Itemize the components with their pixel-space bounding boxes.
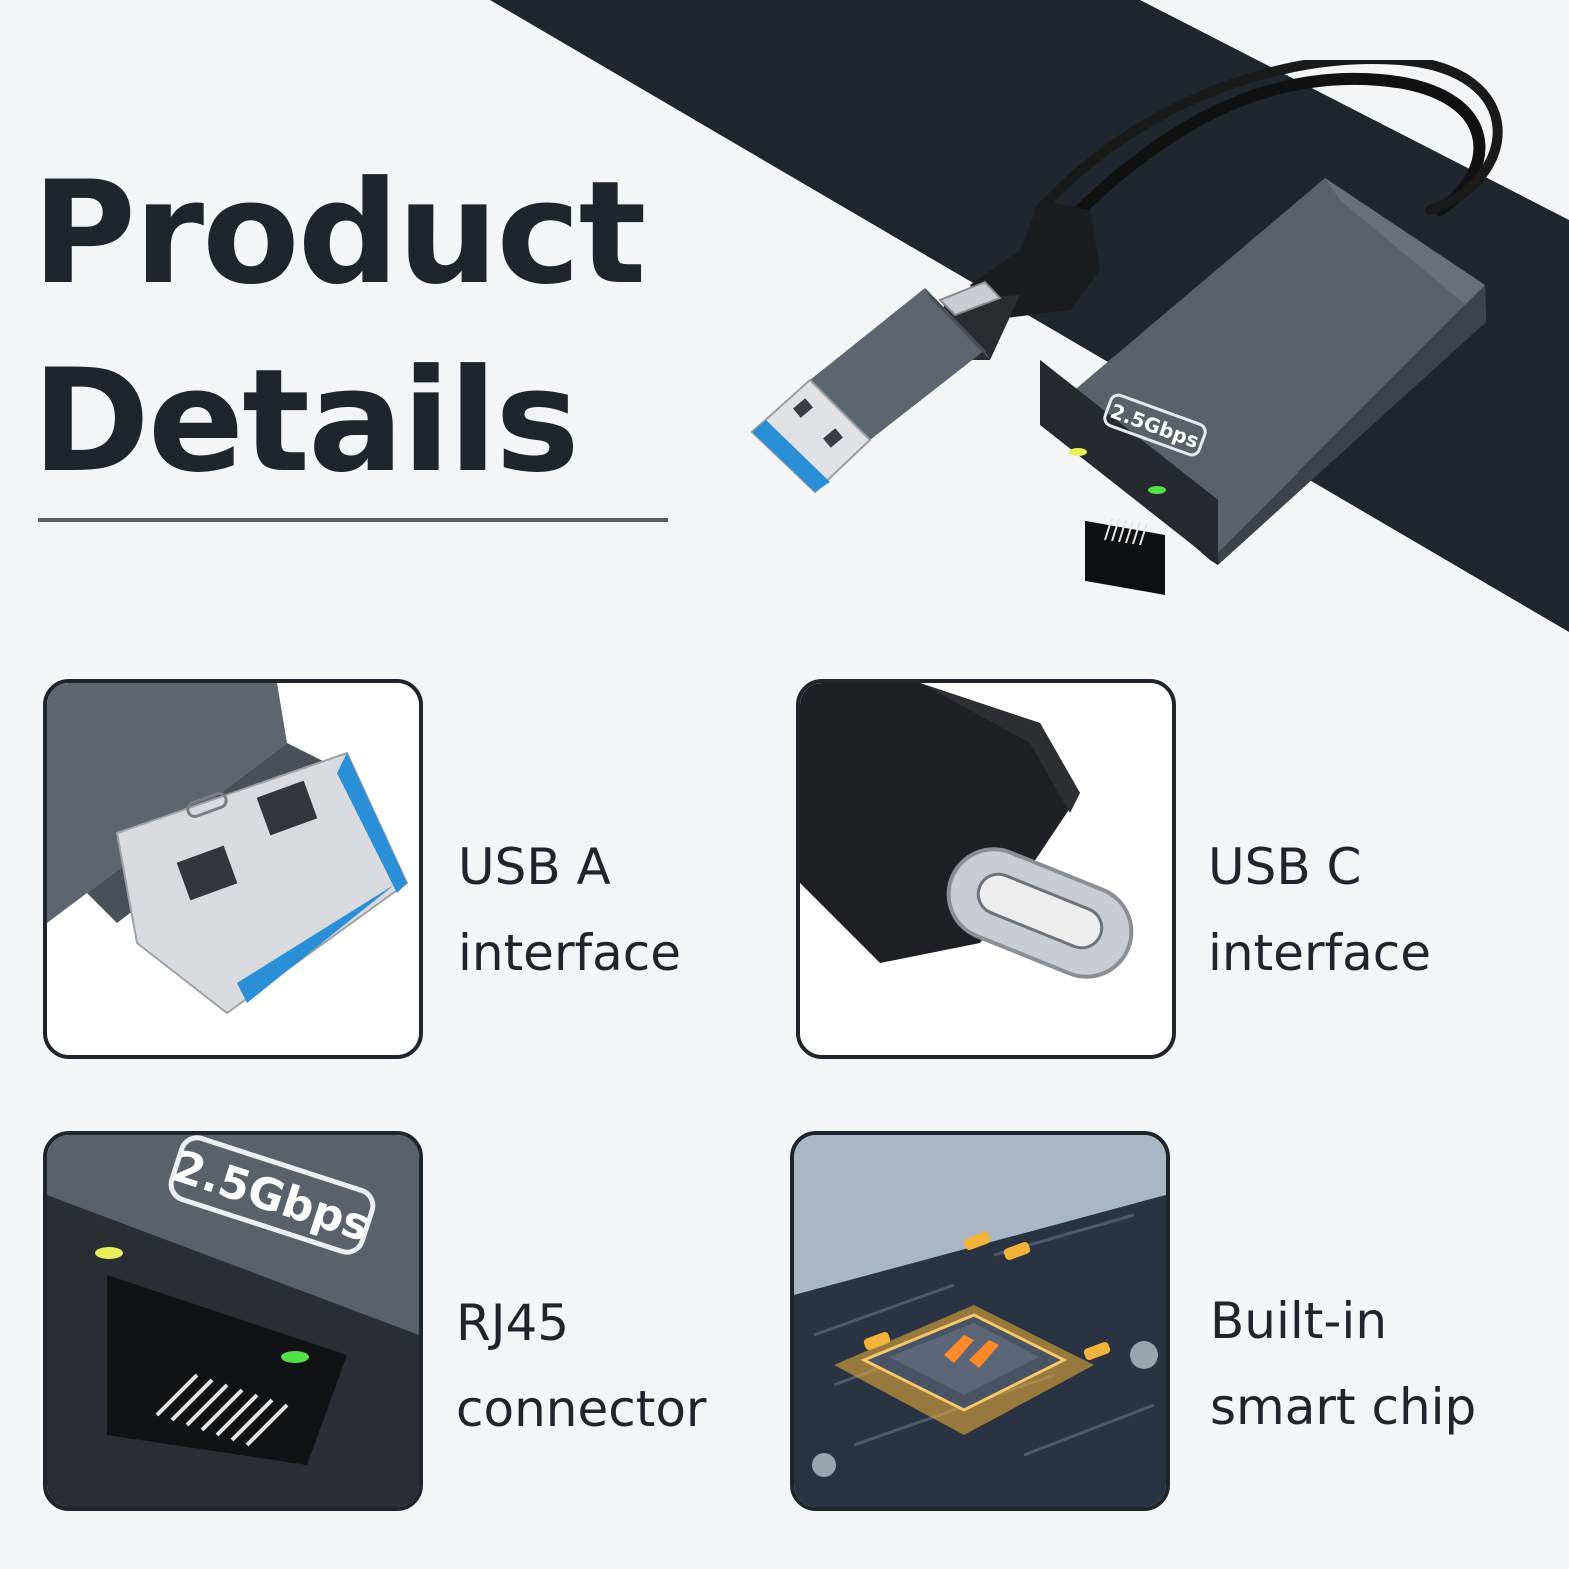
smart-chip-icon [794,1135,1166,1507]
title-line-2: Details [32,339,580,504]
smart-chip-photo-card [790,1131,1170,1511]
feature-line-1: USB C [1208,838,1362,896]
feature-rj45-label: RJ45 connector [456,1280,706,1452]
rj45-port-icon: 2.5Gbps [47,1135,419,1507]
title-line-1: Product [32,151,646,316]
usb-c-photo-card [796,679,1176,1059]
feature-line-2: interface [1208,924,1431,982]
feature-line-2: smart chip [1210,1378,1477,1436]
usb-c-connector-icon [800,683,1172,1055]
usb-a-connector-icon [47,683,419,1055]
feature-line-2: connector [456,1380,707,1438]
ethernet-adapter-illustration: 2.5Gbps [750,60,1503,595]
feature-line-1: RJ45 [456,1294,570,1352]
feature-line-1: USB A [458,838,611,896]
feature-usb-c-label: USB C interface [1208,824,1431,996]
title-divider [38,518,668,522]
rj45-photo-card: 2.5Gbps [43,1131,423,1511]
page-title: Product Details [32,140,646,516]
feature-line-2: interface [458,924,681,982]
feature-smart-chip-label: Built-in smart chip [1210,1278,1476,1450]
usb-a-photo-card [43,679,423,1059]
feature-usb-a-label: USB A interface [458,824,681,996]
feature-line-1: Built-in [1210,1292,1388,1350]
